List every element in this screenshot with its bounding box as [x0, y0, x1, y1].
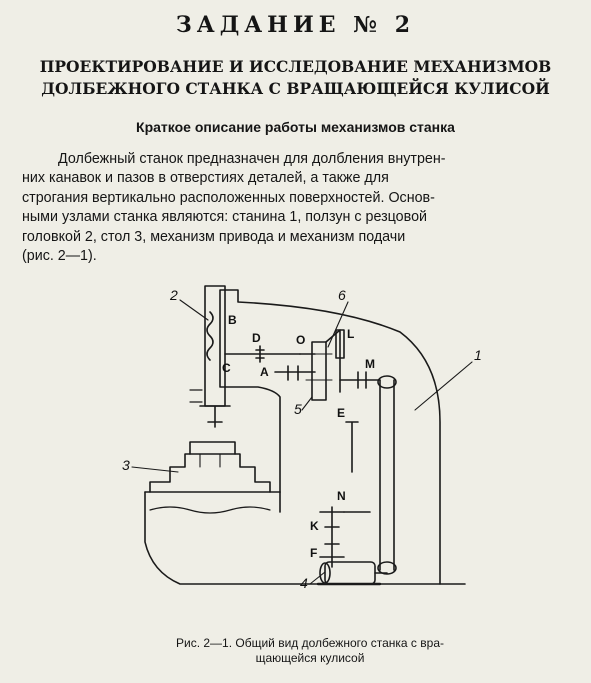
label-k: K	[310, 519, 319, 533]
caption-line-1: Рис. 2—1. Общий вид долбежного станка с …	[175, 636, 444, 650]
label-o: O	[296, 333, 305, 347]
leader-3	[131, 466, 179, 473]
leader-5	[301, 396, 313, 411]
label-l: L	[347, 327, 354, 341]
machine-drawing: B C D A O L M E N K F 2 3 6 5 1 4	[70, 272, 540, 612]
feed-mechanism	[319, 506, 345, 568]
gear-pair-a	[274, 365, 316, 381]
guide-marks	[189, 389, 203, 403]
subheading: Краткое описание работы механизмов станк…	[136, 119, 455, 135]
label-m: M	[365, 357, 375, 371]
label-5: 5	[294, 401, 302, 417]
rocker-pin-l	[335, 329, 345, 359]
label-a: A	[260, 365, 269, 379]
heading-line-2: ДОЛБЕЖНОГО СТАНКА С ВРАЩАЮЩЕЙСЯ КУЛИСОЙ	[41, 79, 550, 98]
label-2: 2	[169, 287, 178, 303]
crank-link-d	[224, 345, 301, 363]
leader-1	[414, 361, 473, 411]
upper-pulley	[377, 375, 397, 389]
paragraph-line: строгания вертикально расположенных пове…	[22, 189, 435, 206]
drive-belt	[379, 379, 395, 571]
paragraph-line: головкой 2, стол 3, механизм привода и м…	[22, 228, 406, 245]
shaft-e	[345, 421, 359, 473]
assignment-title: ЗАДАНИЕ № 2	[175, 12, 416, 38]
paragraph-line: ными узлами станка являются: станина 1, …	[22, 209, 428, 226]
section-heading: ПРОЕКТИРОВАНИЕ И ИССЛЕДОВАНИЕ МЕХАНИЗМОВ…	[18, 56, 573, 100]
paragraph-line: Долбежный станок предназначен для долбле…	[58, 151, 446, 167]
rocker-link	[325, 329, 341, 393]
label-c: C	[222, 361, 231, 375]
lower-pulley	[377, 561, 397, 575]
paragraph-line: (рис. 2—1).	[22, 248, 97, 265]
label-e: E	[337, 406, 345, 420]
slider-ram	[204, 285, 226, 407]
frame-base-outline	[144, 491, 466, 585]
label-1: 1	[474, 347, 482, 363]
label-n: N	[337, 489, 346, 503]
paragraph-line: них канавок и пазов в отверстиях деталей…	[22, 170, 389, 187]
heading-line-1: ПРОЕКТИРОВАНИЕ И ИССЛЕДОВАНИЕ МЕХАНИЗМОВ	[39, 57, 552, 76]
table-slots	[199, 453, 221, 468]
slotting-machine-diagram: B C D A O L M E N K F 2 3 6 5 1 4	[122, 285, 482, 591]
label-4: 4	[300, 575, 308, 591]
rocker-crosslines	[305, 353, 333, 381]
frame-column	[219, 289, 441, 585]
rotating-rocker	[311, 341, 327, 401]
label-3: 3	[122, 457, 130, 473]
worktable	[149, 453, 271, 493]
label-b: B	[228, 313, 237, 327]
label-6: 6	[338, 287, 346, 303]
ram-link-spring	[206, 311, 214, 361]
leader-2	[179, 299, 209, 321]
caption-line-2: щающейся кулисой	[255, 651, 365, 665]
label-d: D	[252, 331, 261, 345]
cutter-head	[199, 405, 231, 428]
description-paragraph: Долбежный станок предназначен для долбле…	[22, 150, 572, 266]
figure-caption: Рис. 2—1. Общий вид долбежного станка с …	[100, 636, 520, 666]
leader-4	[309, 571, 326, 585]
gear-pair-m	[339, 371, 381, 389]
label-f: F	[310, 546, 317, 560]
base-hatch	[149, 506, 271, 514]
leader-6	[327, 301, 349, 348]
workpiece	[189, 441, 236, 455]
